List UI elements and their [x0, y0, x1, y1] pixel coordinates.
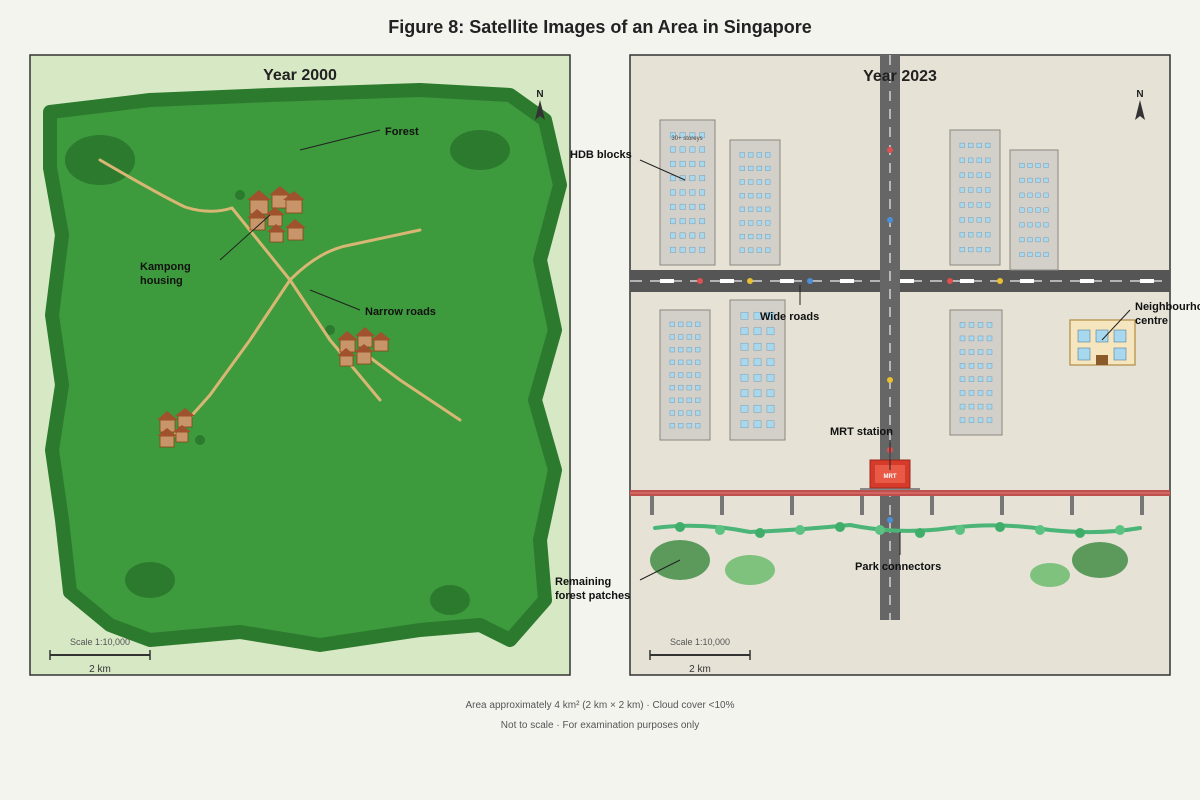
- kampong-house: [247, 209, 268, 231]
- forest-area: [43, 83, 567, 652]
- hdb-block: [1009, 149, 1059, 271]
- hdb-blocks: [659, 119, 1059, 441]
- scale-text: Scale 1:10,000: [70, 637, 130, 647]
- label-kampong-line1: Kampong: [140, 261, 191, 273]
- park-connector: [653, 522, 1142, 538]
- kampong-house: [267, 224, 286, 243]
- label-neighbourhood-line1: Neighbourhood: [1135, 301, 1200, 313]
- hdb-block: [659, 119, 716, 266]
- hdb-block: [949, 129, 1001, 266]
- tree-dot: [195, 435, 205, 445]
- forest-canopy-patch: [125, 562, 175, 598]
- label-mrt-station: MRT station: [830, 426, 893, 438]
- hdb-storey-label: 30+ storeys: [671, 136, 702, 142]
- neighbourhood-centre: [1069, 319, 1136, 366]
- figure-title: Figure 8: Satellite Images of an Area in…: [388, 17, 812, 37]
- wide-road-vertical: [880, 55, 900, 620]
- remaining-forest-patches: [650, 540, 1128, 587]
- kampong-house: [247, 190, 271, 215]
- tree-dot: [235, 190, 245, 200]
- annotations-2023: HDB blocks Wide roads Neighbourhood cent…: [555, 149, 1200, 602]
- hdb-block: [729, 139, 781, 266]
- label-forest: Forest: [385, 126, 419, 138]
- label-kampong-line2: housing: [140, 275, 183, 287]
- label-forest-line1: Remaining: [555, 576, 611, 588]
- mrt-rail: [630, 490, 1170, 515]
- kampong-house: [371, 332, 391, 352]
- vehicles: [660, 147, 1154, 523]
- footer-note-disclaimer: Not to scale · For examination purposes …: [500, 720, 700, 731]
- kampong-house: [173, 425, 191, 443]
- forest-canopy-patch: [430, 585, 470, 615]
- leader-line: [309, 289, 361, 311]
- narrow-road: [358, 348, 462, 422]
- label-hdb-blocks: HDB blocks: [570, 149, 632, 161]
- hdb-block: [949, 309, 1003, 436]
- north-arrow-icon: N: [1135, 89, 1145, 120]
- label-neighbourhood-line2: centre: [1135, 315, 1168, 327]
- scale-bar-2000: Scale 1:10,000 2 km: [49, 637, 151, 675]
- leader-line: [639, 559, 681, 581]
- kampong-house: [337, 348, 356, 367]
- hdb-block: [729, 299, 786, 441]
- kampong-house: [285, 219, 306, 241]
- north-label: N: [536, 89, 543, 100]
- leader-line: [639, 159, 686, 181]
- panel-2000: Year 2000 N Forest Kampong housing Narro…: [29, 54, 571, 676]
- forest-canopy-patch: [450, 130, 510, 170]
- label-forest-line2: forest patches: [555, 590, 630, 602]
- kampong-house: [157, 428, 177, 448]
- narrow-road: [230, 206, 382, 402]
- scale-bar-label: 2 km: [689, 664, 711, 675]
- narrow-road: [288, 228, 422, 282]
- footer-note-area: Area approximately 4 km² (2 km × 2 km) ·…: [465, 700, 735, 711]
- panel-2023: 30+ storeys MRT: [629, 54, 1171, 676]
- leader-line: [299, 129, 381, 151]
- scale-text: Scale 1:10,000: [670, 637, 730, 647]
- leader-line: [219, 214, 271, 261]
- label-park-connectors: Park connectors: [855, 561, 941, 573]
- kampong-house: [283, 191, 305, 214]
- label-narrow-roads: Narrow roads: [365, 306, 436, 318]
- label-wide-roads: Wide roads: [760, 311, 819, 323]
- leader-line: [1101, 309, 1131, 341]
- narrow-road: [98, 158, 234, 213]
- mrt-sign-text: MRT: [884, 474, 897, 480]
- kampong-houses: [157, 186, 391, 448]
- scale-bar-2023: Scale 1:10,000 2 km: [649, 637, 751, 675]
- kampong-house: [175, 408, 195, 428]
- year-2000-label: Year 2000: [263, 67, 337, 84]
- hdb-block: [659, 309, 711, 441]
- narrow-roads: [98, 158, 462, 442]
- kampong-house: [354, 344, 374, 365]
- tree-dot: [325, 325, 335, 335]
- north-label: N: [1136, 89, 1143, 100]
- north-arrow-icon: N: [535, 89, 545, 120]
- year-2023-label: Year 2023: [863, 68, 937, 85]
- scale-bar-label: 2 km: [89, 664, 111, 675]
